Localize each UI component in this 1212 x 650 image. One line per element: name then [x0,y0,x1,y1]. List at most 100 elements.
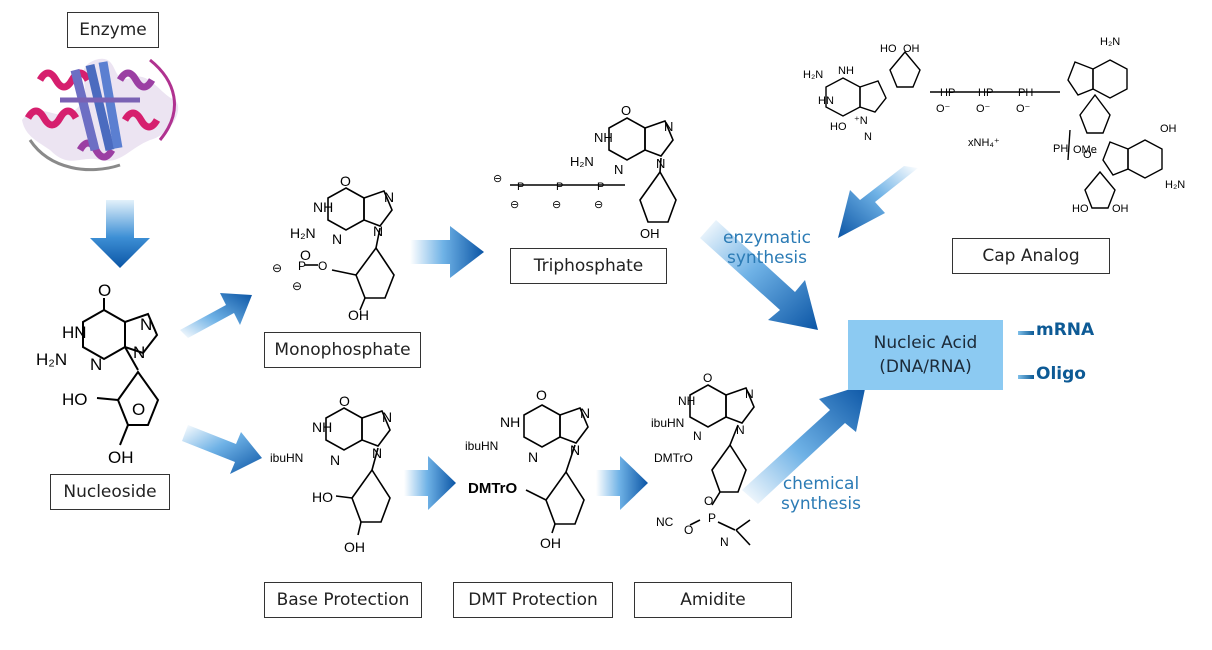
monophosphate-label-box: Monophosphate [264,332,421,368]
enzyme-protein-image [22,58,179,172]
nucleoside-n2: N [140,315,152,334]
svg-text:⊖: ⊖ [510,199,519,211]
arrow-nucleoside-to-monophosphate [180,293,252,338]
svg-text:N: N [332,231,342,247]
svg-text:N: N [736,423,745,437]
nucleoside-oxo: O [98,281,111,300]
svg-text:N: N [614,162,623,177]
arrow-base-to-dmt [404,456,456,510]
svg-text:HO: HO [830,121,847,133]
nucleic-acid-box: Nucleic Acid (DNA/RNA) [848,320,1003,390]
svg-text:O: O [536,387,547,403]
svg-text:OH: OH [348,307,369,323]
triphosphate-label-box: Triphosphate [510,248,667,284]
svg-text:N: N [330,452,340,468]
svg-text:O: O [704,494,713,508]
svg-text:OH: OH [540,535,561,551]
svg-text:N: N [570,442,580,458]
svg-text:OMe: OMe [1073,144,1097,156]
svg-text:NH: NH [312,419,332,435]
svg-text:N: N [384,189,394,205]
nucleic-acid-subtitle: (DNA/RNA) [879,357,972,377]
nucleoside-oh: OH [108,448,134,467]
arrow-triphosphate-to-nucleic [700,220,818,330]
svg-text:NH: NH [838,65,854,77]
nucleoside-label: Nucleoside [63,482,157,502]
svg-text:O⁻: O⁻ [1016,103,1031,115]
svg-text:O: O [621,103,631,118]
oligo-marker [1018,375,1034,379]
svg-text:NH: NH [678,394,695,408]
svg-text:P: P [556,181,563,193]
svg-text:P: P [517,181,524,193]
mrna-output-label: mRNA [1036,320,1095,340]
svg-text:NC: NC [656,515,674,529]
nucleoside-nh: HN [62,323,87,342]
base-protection-label: Base Protection [276,590,410,610]
nucleoside-ring-o: O [132,400,145,419]
svg-text:DMTrO: DMTrO [654,451,693,465]
mrna-marker [1018,331,1034,335]
svg-text:O⁻: O⁻ [976,103,991,115]
svg-text:P: P [298,259,306,273]
arrow-monophosphate-to-triphosphate [410,226,484,278]
svg-text:N: N [664,119,673,134]
svg-text:HO: HO [1072,203,1089,215]
svg-text:O: O [339,393,350,409]
dmt-protection-label: DMT Protection [468,590,598,610]
nucleoside-structure [82,298,160,446]
svg-text:⊖: ⊖ [552,199,561,211]
dmt-protection-label-box: DMT Protection [453,582,613,618]
svg-text:ibuHN: ibuHN [651,416,684,430]
svg-text:NH: NH [313,199,333,215]
svg-text:O: O [703,371,712,385]
svg-text:N: N [373,223,383,239]
svg-text:PH: PH [1018,87,1033,99]
svg-text:⊖: ⊖ [594,199,603,211]
nucleoside-amine: H₂N [36,350,67,369]
svg-text:N: N [720,535,729,549]
svg-text:NH: NH [594,130,613,145]
svg-text:N: N [656,156,665,171]
svg-text:O: O [318,259,327,273]
enzymatic-synthesis-label: enzymatic synthesis [723,228,811,268]
svg-text:O⁻: O⁻ [936,103,951,115]
nucleoside-ho: HO [62,390,88,409]
svg-text:H₂N: H₂N [570,154,594,169]
triphosphate-label: Triphosphate [533,256,644,276]
oligo-output-label: Oligo [1036,364,1086,384]
svg-text:O: O [340,173,351,189]
svg-text:N: N [382,409,392,425]
svg-text:ibuHN: ibuHN [465,439,498,453]
amidite-label-box: Amidite [634,582,792,618]
svg-text:HP: HP [978,87,993,99]
svg-text:HP: HP [940,87,955,99]
svg-text:O: O [300,247,311,263]
svg-text:H₂N: H₂N [803,69,823,81]
svg-text:H₂N: H₂N [1165,179,1185,191]
svg-text:O⁻: O⁻ [1083,149,1098,161]
svg-text:N: N [745,387,754,401]
svg-text:ibuHN: ibuHN [270,451,303,465]
svg-text:H₂N: H₂N [290,225,316,241]
svg-text:OH: OH [903,43,920,55]
svg-text:⊖: ⊖ [493,173,502,185]
svg-text:N: N [693,429,702,443]
svg-text:NH: NH [500,414,520,430]
svg-text:⁺N: ⁺N [854,115,868,127]
arrow-amidite-to-nucleic [742,384,866,504]
svg-text:P: P [708,511,716,525]
enzyme-label: Enzyme [79,20,147,40]
enzyme-label-box: Enzyme [67,12,159,48]
nucleoside-n1: N [90,355,102,374]
cap-analog-label-box: Cap Analog [952,238,1110,274]
svg-text:OH: OH [344,539,365,555]
nucleoside-n3: N [133,343,145,362]
svg-text:xNH₄⁺: xNH₄⁺ [968,137,1000,149]
svg-text:N: N [864,131,872,143]
svg-text:OH: OH [1160,123,1177,135]
svg-text:⊖: ⊖ [272,261,282,275]
arrow-enzyme-to-nucleoside [90,200,150,268]
cap-analog-label: Cap Analog [982,246,1080,266]
